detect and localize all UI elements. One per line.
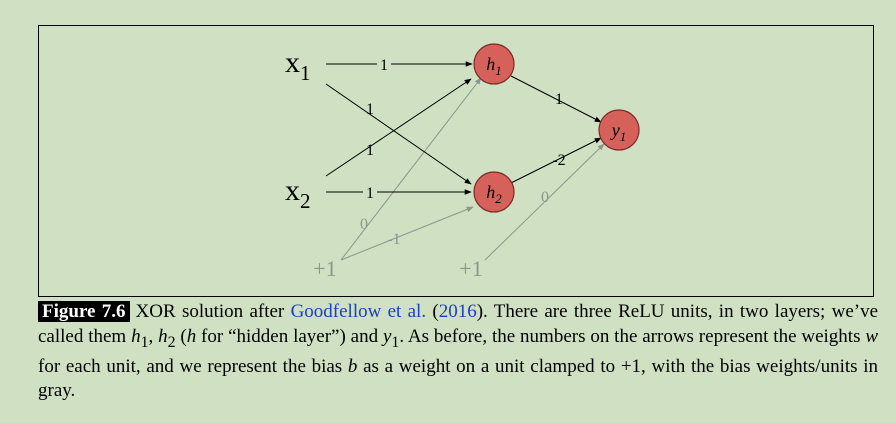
caption-text: ( xyxy=(175,325,187,347)
node-h1: h1 xyxy=(473,43,515,85)
math-h: h xyxy=(186,325,197,347)
xor-network-diagram: 1 1 1 1 1 -2 0 -1 0 x1 x2 +1 +1 h1 xyxy=(285,43,640,281)
math-sub: 1 xyxy=(391,333,400,351)
weight-b1-h1: 0 xyxy=(360,216,368,233)
math-h: h xyxy=(131,325,141,347)
diagram-frame: 1 1 1 1 1 -2 0 -1 0 x1 x2 +1 +1 h1 xyxy=(38,25,874,297)
math-sub: 2 xyxy=(167,333,176,351)
weight-h2-y1: -2 xyxy=(552,152,565,169)
node-y1: y1 xyxy=(598,109,640,151)
citation-authors-link[interactable]: Goodfellow et al. xyxy=(290,301,427,322)
bias-unit-2: +1 xyxy=(459,256,482,281)
caption-text: . As before, the numbers on the arrows r… xyxy=(399,325,866,347)
node-h2: h2 xyxy=(473,171,515,213)
edge-b1-h1 xyxy=(340,77,482,261)
weight-b1-h2: -1 xyxy=(387,231,400,248)
edge-h2-y1 xyxy=(510,137,602,184)
math-h: h xyxy=(158,325,168,347)
figure-label: Figure 7.6 xyxy=(38,301,130,322)
caption-text: for “hidden layer”) and xyxy=(196,325,383,347)
edge-h1-y1 xyxy=(510,75,602,123)
weight-h1-y1: 1 xyxy=(555,91,563,108)
edge-b1-h2 xyxy=(340,206,474,261)
svg-text:y1: y1 xyxy=(610,120,627,144)
caption-text: XOR solution after xyxy=(135,301,291,322)
caption-text: , xyxy=(148,325,159,347)
math-y: y xyxy=(382,325,392,347)
math-sub: 1 xyxy=(140,333,149,351)
caption-text: ). There are three ReLU units, in two la… xyxy=(38,301,879,347)
weight-x1-h1: 1 xyxy=(380,57,388,74)
math-w: w xyxy=(865,325,879,347)
caption-text: as a weight on a unit clamped to +1, wit… xyxy=(38,355,878,402)
citation-year-link[interactable]: 2016 xyxy=(438,301,477,322)
edge-x2-h1 xyxy=(325,78,472,177)
svg-text:h1: h1 xyxy=(486,54,502,78)
weight-b2-y1: 0 xyxy=(541,189,549,206)
bias-unit-1: +1 xyxy=(313,256,336,281)
edge-x1-h2 xyxy=(325,83,472,185)
caption-text: for each unit, and we represent the bias xyxy=(38,355,348,377)
input-x2: x2 xyxy=(285,174,311,213)
weight-x2-h1: 1 xyxy=(366,142,374,159)
input-x1: x1 xyxy=(285,46,311,85)
edge-b2-y1 xyxy=(484,143,605,261)
weight-x2-h2: 1 xyxy=(366,185,374,202)
svg-text:h2: h2 xyxy=(486,182,502,206)
caption-text: ( xyxy=(426,301,439,322)
weight-x1-h2: 1 xyxy=(366,101,374,118)
math-b: b xyxy=(347,355,358,377)
